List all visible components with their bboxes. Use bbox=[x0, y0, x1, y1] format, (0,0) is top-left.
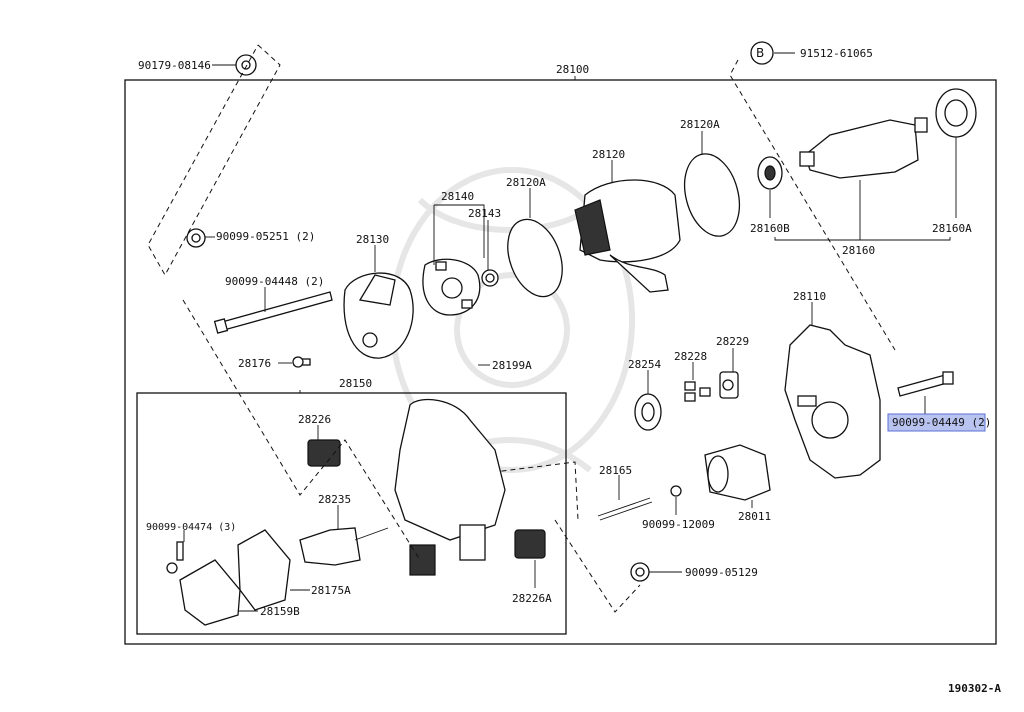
label-28150[interactable]: 28150 bbox=[339, 377, 372, 390]
dashed-guide-3 bbox=[554, 519, 641, 613]
retainer-icon bbox=[719, 371, 739, 399]
label-28110[interactable]: 28110 bbox=[793, 290, 826, 303]
dashed-guide-2 bbox=[729, 59, 896, 351]
idler-gear-icon bbox=[634, 393, 662, 431]
gasket-icon bbox=[237, 529, 291, 611]
label-28160B[interactable]: 28160B bbox=[750, 222, 790, 235]
callout-b-circle bbox=[750, 41, 774, 65]
label-28235[interactable]: 28235 bbox=[318, 493, 351, 506]
yoke-icon bbox=[574, 179, 681, 293]
label-28011[interactable]: 28011 bbox=[738, 510, 771, 523]
subassembly-frame-28150 bbox=[136, 392, 567, 635]
label-28159B[interactable]: 28159B bbox=[260, 605, 300, 618]
label-90099-05251[interactable]: 90099-05251 (2) bbox=[216, 230, 315, 243]
label-90099-05129[interactable]: 90099-05129 bbox=[685, 566, 758, 579]
label-90099-04449[interactable]: 90099-04449 (2) bbox=[892, 416, 991, 429]
armature-icon bbox=[799, 117, 928, 179]
nut-icon bbox=[235, 54, 257, 76]
label-28160A[interactable]: 28160A bbox=[932, 222, 972, 235]
screw-icon bbox=[292, 356, 311, 368]
label-28143[interactable]: 28143 bbox=[468, 207, 501, 220]
terminal-icon bbox=[307, 439, 341, 467]
magnetic-switch-icon bbox=[394, 398, 506, 576]
label-90179-08146[interactable]: 90179-08146 bbox=[138, 59, 211, 72]
label-28228[interactable]: 28228 bbox=[674, 350, 707, 363]
leader-lines bbox=[183, 52, 957, 612]
label-91512-61065[interactable]: 91512-61065 bbox=[800, 47, 873, 60]
terminal-icon bbox=[514, 529, 546, 559]
label-28175A[interactable]: 28175A bbox=[311, 584, 351, 597]
brush-spring-icon bbox=[481, 269, 499, 287]
o-ring-icon bbox=[683, 153, 741, 237]
housing-bolt-icon bbox=[897, 371, 954, 397]
label-28226[interactable]: 28226 bbox=[298, 413, 331, 426]
o-ring-icon bbox=[507, 218, 563, 298]
label-90099-04474[interactable]: 90099-04474 (3) bbox=[146, 522, 236, 533]
screw-icon bbox=[166, 541, 184, 574]
label-28226A[interactable]: 28226A bbox=[512, 592, 552, 605]
nut-icon bbox=[186, 228, 206, 248]
bearing-icon bbox=[935, 88, 977, 138]
label-90099-04448[interactable]: 90099-04448 (2) bbox=[225, 275, 324, 288]
label-90099-12009[interactable]: 90099-12009 bbox=[642, 518, 715, 531]
brush-holder-icon bbox=[422, 258, 481, 316]
figure-code: 190302-A bbox=[948, 682, 1001, 695]
drive-housing-icon bbox=[784, 324, 881, 479]
end-frame-icon bbox=[343, 272, 414, 359]
label-28120A-mid[interactable]: 28120A bbox=[506, 176, 546, 189]
label-28199A[interactable]: 28199A bbox=[492, 359, 532, 372]
starter-clutch-icon bbox=[704, 444, 771, 501]
label-28120A-top[interactable]: 28120A bbox=[680, 118, 720, 131]
ball-icon bbox=[684, 381, 711, 402]
assembly-frame bbox=[124, 79, 997, 645]
steel-ball-icon bbox=[670, 485, 682, 497]
label-28254[interactable]: 28254 bbox=[628, 358, 661, 371]
bearing-icon bbox=[757, 156, 783, 190]
label-28176[interactable]: 28176 bbox=[238, 357, 271, 370]
spring-icon bbox=[597, 497, 653, 521]
label-28160[interactable]: 28160 bbox=[842, 244, 875, 257]
nut-icon bbox=[630, 562, 650, 582]
selected-part-highlight[interactable] bbox=[887, 413, 986, 432]
label-28140[interactable]: 28140 bbox=[441, 190, 474, 203]
label-28130[interactable]: 28130 bbox=[356, 233, 389, 246]
plunger-icon bbox=[299, 527, 389, 566]
label-28120[interactable]: 28120 bbox=[592, 148, 625, 161]
label-assembly-28100[interactable]: 28100 bbox=[556, 63, 589, 76]
callout-b-label: B bbox=[756, 46, 764, 60]
label-28229[interactable]: 28229 bbox=[716, 335, 749, 348]
through-bolt-icon bbox=[213, 291, 333, 334]
cover-icon bbox=[179, 559, 241, 626]
label-28165[interactable]: 28165 bbox=[599, 464, 632, 477]
dashed-guide-1 bbox=[147, 44, 281, 277]
dashed-guide-5 bbox=[182, 299, 421, 561]
